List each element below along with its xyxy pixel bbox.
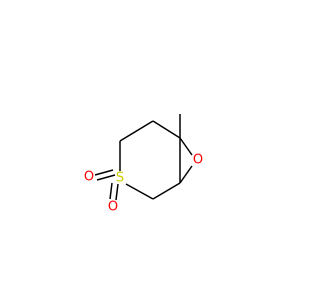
bond-lines xyxy=(94,114,193,201)
bond-c6-o xyxy=(179,165,193,184)
atom-labels: S O O O xyxy=(84,153,203,215)
bond-s-o2-b xyxy=(115,183,119,201)
atom-oxygen-epoxide-label: O xyxy=(193,153,203,168)
bond-c2-c3 xyxy=(119,120,154,142)
bond-c1-c2 xyxy=(152,120,181,139)
bond-c5-c6 xyxy=(152,182,181,200)
atom-sulfur-label: S xyxy=(116,171,124,186)
atom-oxygen-sulfonyl-1-label: O xyxy=(84,170,94,185)
molecule-structure: S O O O xyxy=(84,114,203,215)
bond-c1-o xyxy=(179,137,193,156)
bond-s-o2-a xyxy=(109,182,113,200)
bond-s-o1-b xyxy=(96,174,116,181)
bond-s-o1-a xyxy=(94,169,114,176)
bond-s-c5 xyxy=(125,183,154,200)
atom-oxygen-sulfonyl-2-label: O xyxy=(108,200,118,215)
